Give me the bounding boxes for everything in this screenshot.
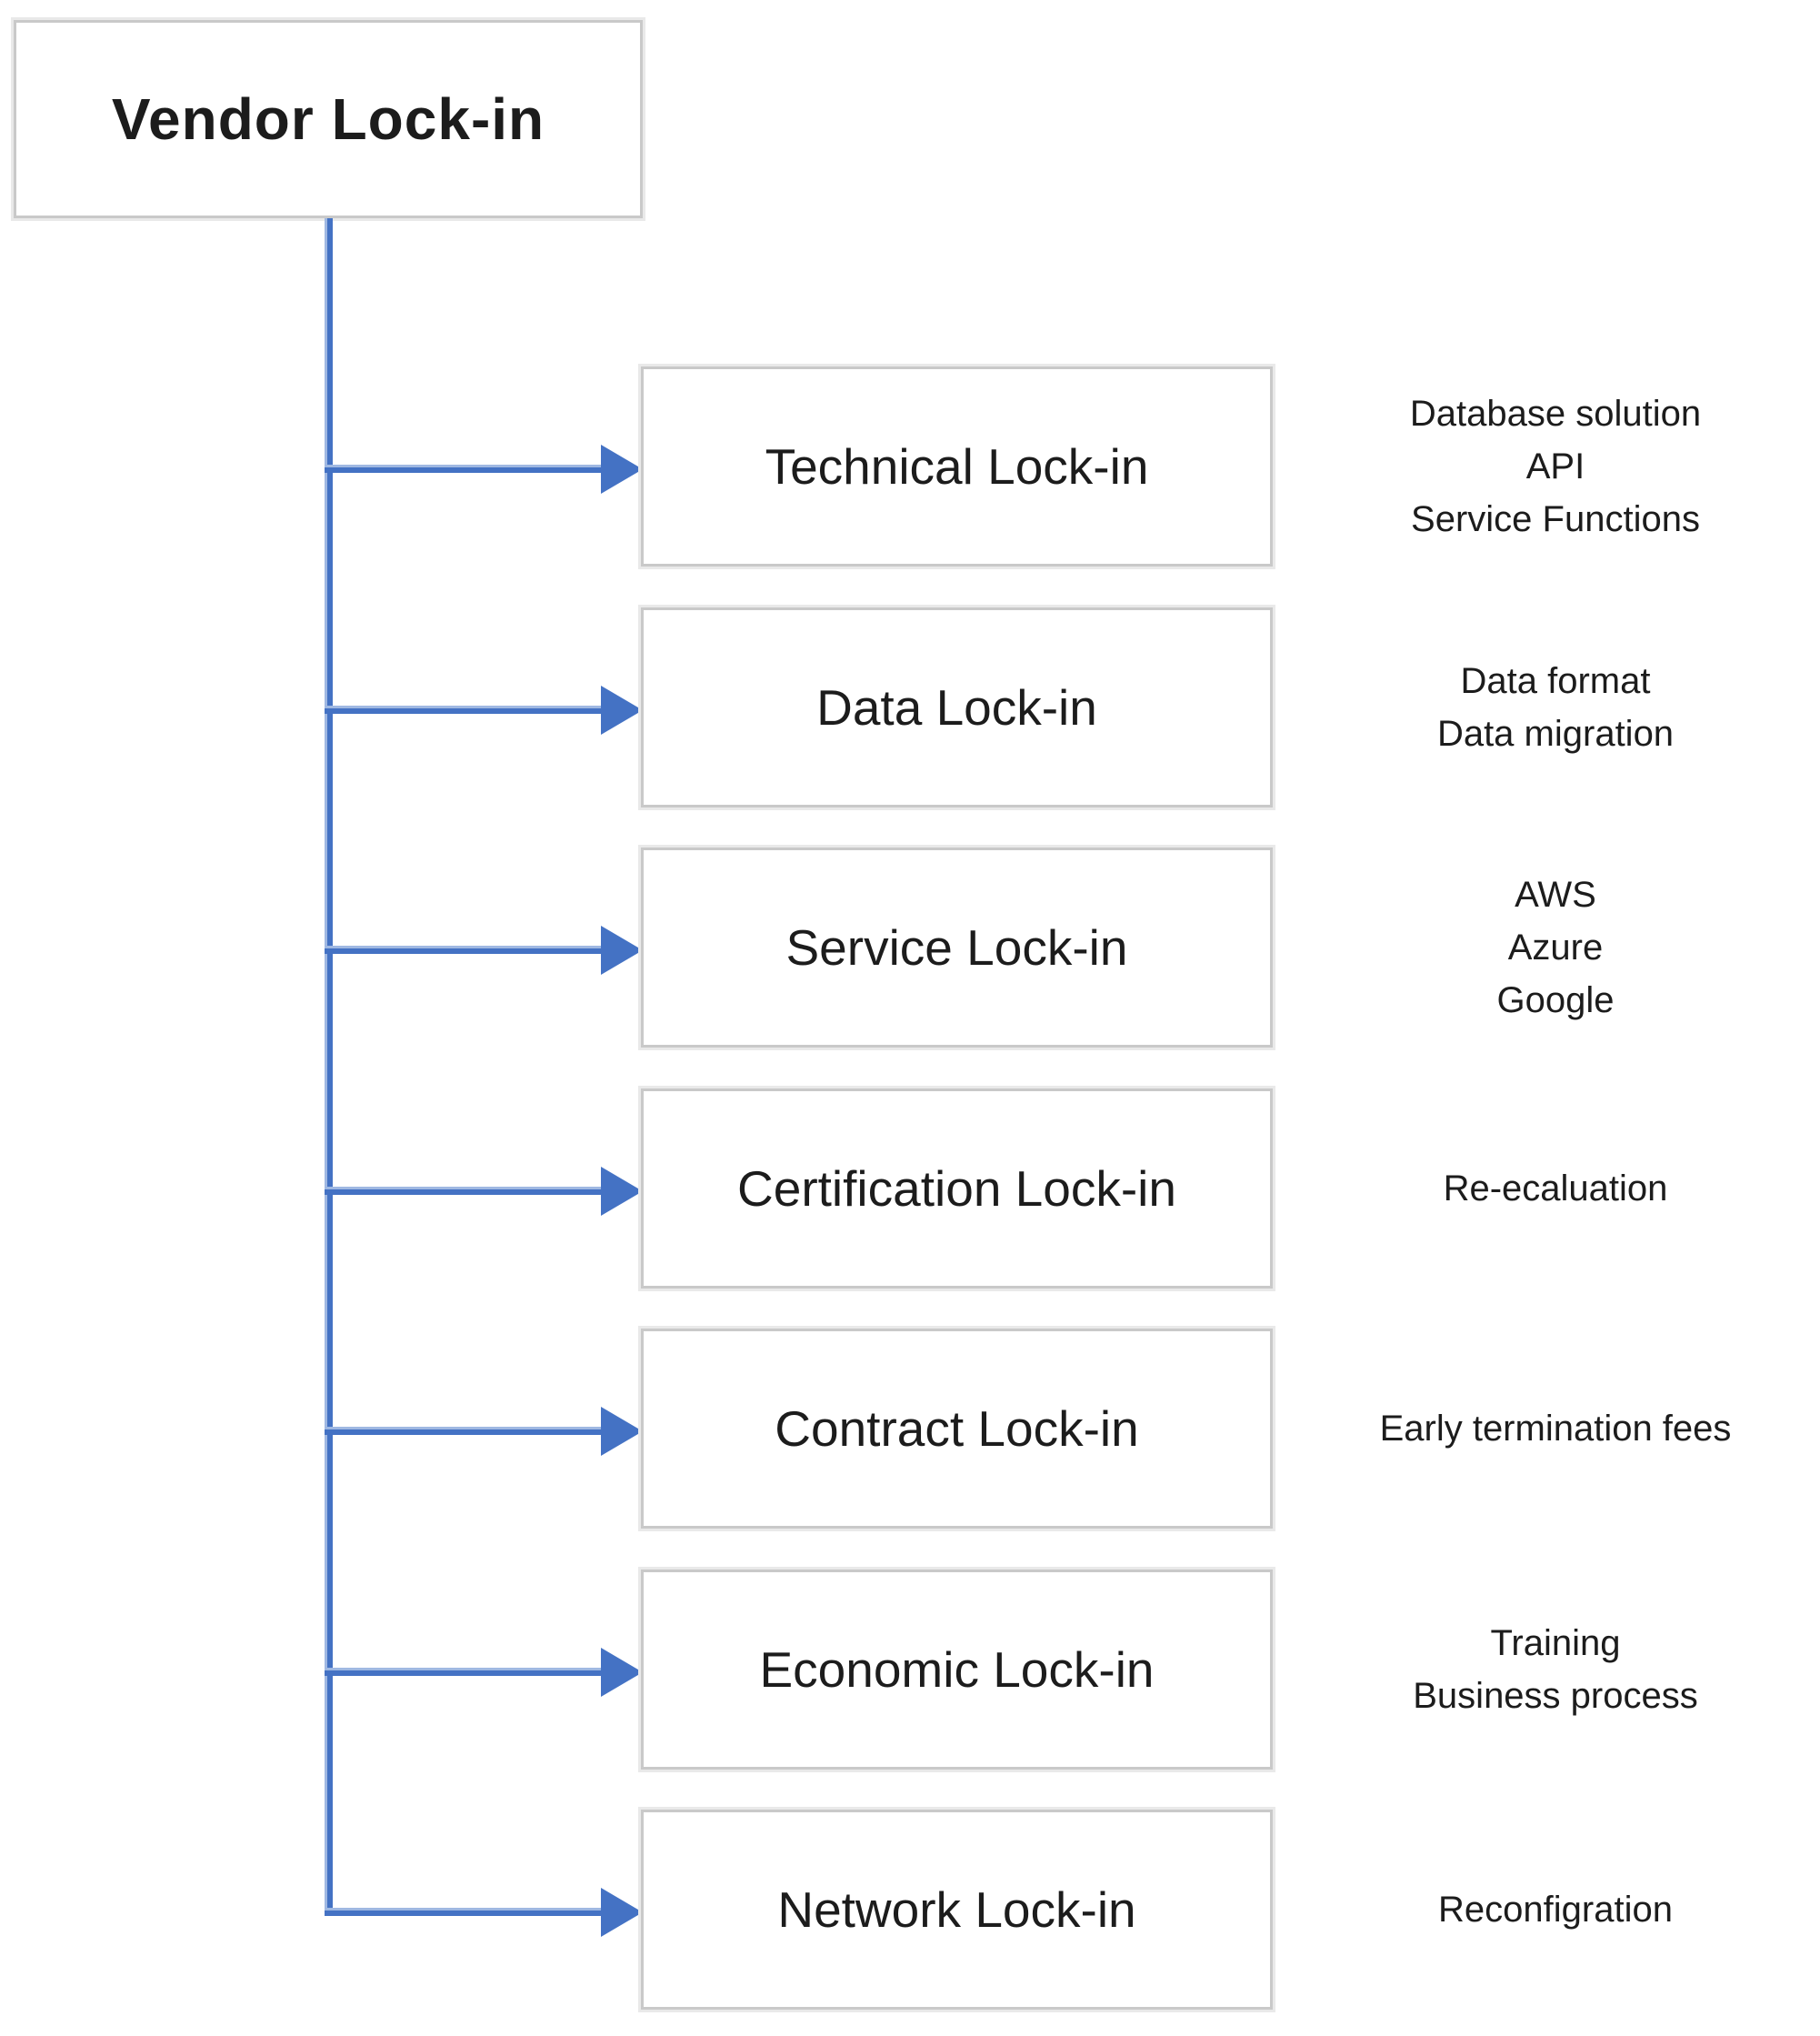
node-label: Data Lock-in (816, 679, 1097, 736)
arrowhead-icon (601, 445, 643, 494)
annotation-line: Business process (1413, 1676, 1698, 1716)
node-label: Service Lock-in (785, 919, 1128, 976)
branch-row: Contract Lock-in Early termination fees (0, 1329, 1820, 1529)
arrow-shaft-icon (325, 465, 603, 473)
annotation-line: Google (1496, 980, 1615, 1020)
node-label: Technical Lock-in (765, 438, 1149, 495)
arrow-shaft-icon (325, 1427, 603, 1435)
annotation-line: Re-ecaluation (1443, 1168, 1668, 1209)
annotation-line: Reconfigration (1438, 1890, 1673, 1930)
branch-row: Certification Lock-in Re-ecaluation (0, 1088, 1820, 1289)
annotation-line: Data migration (1436, 714, 1675, 754)
node-box: Certification Lock-in (641, 1088, 1273, 1289)
arrowhead-icon (601, 686, 643, 735)
annotation-line: Data format (1460, 661, 1651, 701)
arrowhead-icon (601, 1648, 643, 1697)
node-box: Service Lock-in (641, 847, 1273, 1048)
branch-row: Network Lock-in Reconfigration (0, 1810, 1820, 2010)
arrowhead-icon (601, 1407, 643, 1456)
annotation-line: API (1525, 446, 1585, 486)
arrow-shaft-icon (325, 946, 603, 954)
connector-trunk-line (325, 218, 333, 1916)
node-label: Contract Lock-in (775, 1400, 1139, 1457)
arrow-shaft-icon (325, 706, 603, 714)
annotation-line: Early termination fees (1379, 1409, 1732, 1449)
annotation-block: Reconfigration (1291, 1810, 1820, 2010)
annotation-block: Early termination fees (1291, 1329, 1820, 1529)
arrow-shaft-icon (325, 1908, 603, 1916)
arrowhead-icon (601, 926, 643, 975)
node-box: Network Lock-in (641, 1810, 1273, 2010)
node-box: Economic Lock-in (641, 1570, 1273, 1770)
node-box: Technical Lock-in (641, 366, 1273, 567)
arrow-shaft-icon (325, 1668, 603, 1676)
annotation-line: Training (1490, 1623, 1621, 1663)
node-label: Certification Lock-in (737, 1160, 1176, 1217)
node-label: Network Lock-in (777, 1881, 1136, 1938)
annotation-block: Re-ecaluation (1291, 1088, 1820, 1289)
annotation-line: Service Functions (1411, 499, 1700, 539)
root-node-label: Vendor Lock-in (111, 86, 545, 152)
arrowhead-icon (601, 1167, 643, 1216)
annotation-line: Azure (1507, 928, 1604, 968)
node-label: Economic Lock-in (759, 1641, 1155, 1698)
arrowhead-icon (601, 1888, 643, 1937)
root-node-box: Vendor Lock-in (14, 20, 643, 218)
node-box: Data Lock-in (641, 607, 1273, 807)
arrow-shaft-icon (325, 1187, 603, 1195)
node-box: Contract Lock-in (641, 1329, 1273, 1529)
annotation-line: Database solution (1409, 394, 1702, 434)
annotation-line: AWS (1515, 875, 1596, 915)
